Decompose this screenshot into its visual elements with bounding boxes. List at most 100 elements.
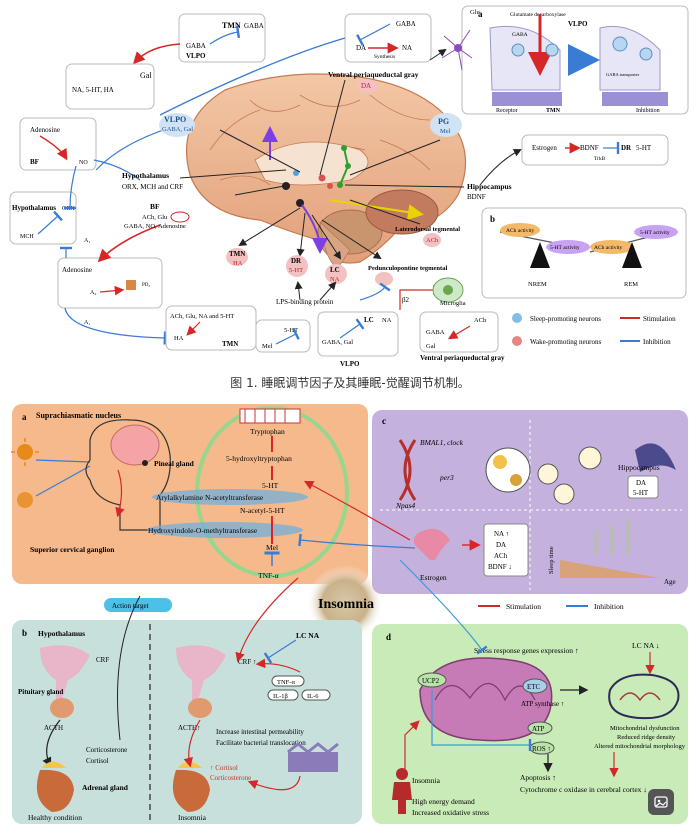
aanat-label: Arylalkylamine N-acetyltransferase xyxy=(156,493,264,502)
scn-label: Suprachiasmatic nucleus xyxy=(36,411,121,420)
da-label-2: DA xyxy=(496,541,506,549)
gaba-gal-label: GABA, Gal xyxy=(322,339,353,346)
wake-neuron-halo xyxy=(423,233,441,247)
sleep-neuron-dot xyxy=(293,170,299,176)
tmn-label: TMN xyxy=(222,340,238,348)
a2-label: A₂ xyxy=(90,290,96,296)
mel-label: Mel xyxy=(440,128,451,135)
ppt-label: Pedunculopontine tegmental xyxy=(368,265,447,272)
bmal-label: BMAL1, clock xyxy=(420,438,464,447)
vlpo-label: VLPO xyxy=(164,115,186,124)
action-target-label: Action target xyxy=(112,602,149,610)
hypothalamus-icon-2 xyxy=(176,645,226,700)
pituitary-label: Pituitary gland xyxy=(18,688,63,696)
nas-label: N-acetyl-5-HT xyxy=(240,506,285,515)
stress-genes-label: Stress response genes expression ↑ xyxy=(474,646,579,655)
tmn-label: TMN xyxy=(546,108,561,114)
ach-activity-blob xyxy=(500,223,540,237)
5ht-label: 5-HT xyxy=(289,267,303,274)
gaba-label-2: GABA xyxy=(186,42,206,50)
pd-label: PD₂ xyxy=(142,283,150,288)
vlpo-label: VLPO xyxy=(186,52,206,60)
ha-label: HA xyxy=(174,335,184,342)
adenosine-bf-box: Adenosine BF NO xyxy=(19,117,97,171)
gaba-transporter-label: GABA transporter xyxy=(606,72,640,77)
hippocampus-icon xyxy=(635,443,676,472)
inhibition-label: Inhibition xyxy=(594,602,624,611)
pituitary-icon xyxy=(50,698,74,718)
rem-label: REM xyxy=(624,281,638,288)
adenosine-label-2: Adenosine xyxy=(62,266,92,274)
adenosine-lower-box: Adenosine A₂ PD₂ A₁ xyxy=(57,257,163,326)
5ht-label: 5-HT xyxy=(636,144,652,152)
translocation-label: Facilitate bacterial translocation xyxy=(216,739,306,747)
panel-b-background xyxy=(12,620,362,824)
sleep-time-label: Sleep time xyxy=(548,546,555,574)
image-action-button[interactable] xyxy=(648,789,674,815)
cortisol-up-label: ↑ Cortisol xyxy=(210,764,238,772)
ach-label: ACh xyxy=(494,552,508,560)
dr-label: DR xyxy=(621,144,632,152)
ucp2-label: UCP2 xyxy=(422,677,440,685)
face-icon xyxy=(553,483,575,505)
intestine-icon xyxy=(288,752,338,772)
5ht-label: 5-HT xyxy=(262,481,279,490)
hiomt-label: Hydroxyindole-O-methyltransferase xyxy=(148,526,258,535)
corticosterone-label: Corticosterone xyxy=(86,746,127,754)
wake-neuron-halo xyxy=(375,272,393,286)
per3-label: per3 xyxy=(439,473,454,482)
vpag-bottom-box: GABA ACh Gal Ventral periaqueductal gray xyxy=(419,311,505,362)
gaba-label: GABA xyxy=(396,20,416,28)
vessel-icon xyxy=(239,408,301,424)
lc-na-down-label: LC NA ↓ xyxy=(632,641,660,650)
microglia-label: Microglia xyxy=(440,300,466,307)
kidney-icon-2 xyxy=(172,769,210,812)
adenosine-label: Adenosine xyxy=(30,126,60,134)
oxidative-label: Increased oxidative stress xyxy=(412,808,489,817)
gaba-label: GABA xyxy=(512,32,528,38)
figure-1: TMN GABA GABA VLPO GABA DA NA Synthesis … xyxy=(9,5,689,368)
5ht-activity-blob xyxy=(546,240,590,254)
5ht-activity-blob xyxy=(634,225,678,239)
face-icon xyxy=(537,463,559,485)
lps-label: LPS-binding protein xyxy=(276,298,334,306)
bdnf-label: BDNF xyxy=(467,193,486,201)
mel-box: 5-HT Mel xyxy=(255,319,311,353)
wake-neuron-legend-icon xyxy=(512,336,522,346)
tmn-inputs-label: ACh, Glu, NA and 5-HT xyxy=(170,313,234,320)
permeability-label: Increase intestinal permeability xyxy=(216,728,304,736)
lc-na-label: LC NA xyxy=(296,631,320,640)
da-label: DA xyxy=(636,479,646,487)
person-icon xyxy=(392,768,412,814)
figure1-legend: Sleep-promoting neurons Wake-promoting n… xyxy=(512,313,676,346)
clock-circle xyxy=(485,447,531,493)
wake-neuron-halo xyxy=(286,255,308,277)
face-icon xyxy=(578,446,602,470)
mel-label: Mel xyxy=(266,543,278,552)
panel-a-synapse: a Glu Glutamate decarboxylase VLPO GABA … xyxy=(461,5,689,115)
da-label: DA xyxy=(361,82,371,90)
estrogen-label: Estrogen xyxy=(532,144,557,152)
acth-up-label: ACTH↑ xyxy=(178,724,201,732)
stimulation-label: Stimulation xyxy=(506,602,541,611)
mito-dysfunction-label: Mitochondrial dysfunction xyxy=(610,725,680,732)
lc-label: LC xyxy=(364,316,374,324)
hypothalamus-icon xyxy=(40,645,90,700)
hypothalamus-left-box: Hypothalamus ORX MCH A₁ xyxy=(9,191,90,245)
nrem-label: NREM xyxy=(528,281,547,288)
gal-box: Gal NA, 5-HT, HA xyxy=(65,63,155,110)
sleep-neuron-halo xyxy=(159,113,195,137)
pituitary-icon-2 xyxy=(188,698,212,718)
hypothalamus-sub-label: ORX, MCH and CRF xyxy=(122,183,183,191)
enzyme-label: Glutamate decarboxylase xyxy=(510,12,566,18)
5ht-label: 5-HT xyxy=(633,489,649,497)
wake-neuron-halo xyxy=(325,264,347,284)
hippocampus-label: Hippocampus xyxy=(467,182,512,191)
head-outline xyxy=(85,419,171,531)
panel-a-label: a xyxy=(22,412,27,422)
5htp-label: 5-hydroxyltryptophan xyxy=(226,454,292,463)
bdnf-label: BDNF xyxy=(580,144,599,152)
bf-brain-label: BF xyxy=(150,202,160,211)
bdnf-label: BDNF ↓ xyxy=(488,563,512,571)
